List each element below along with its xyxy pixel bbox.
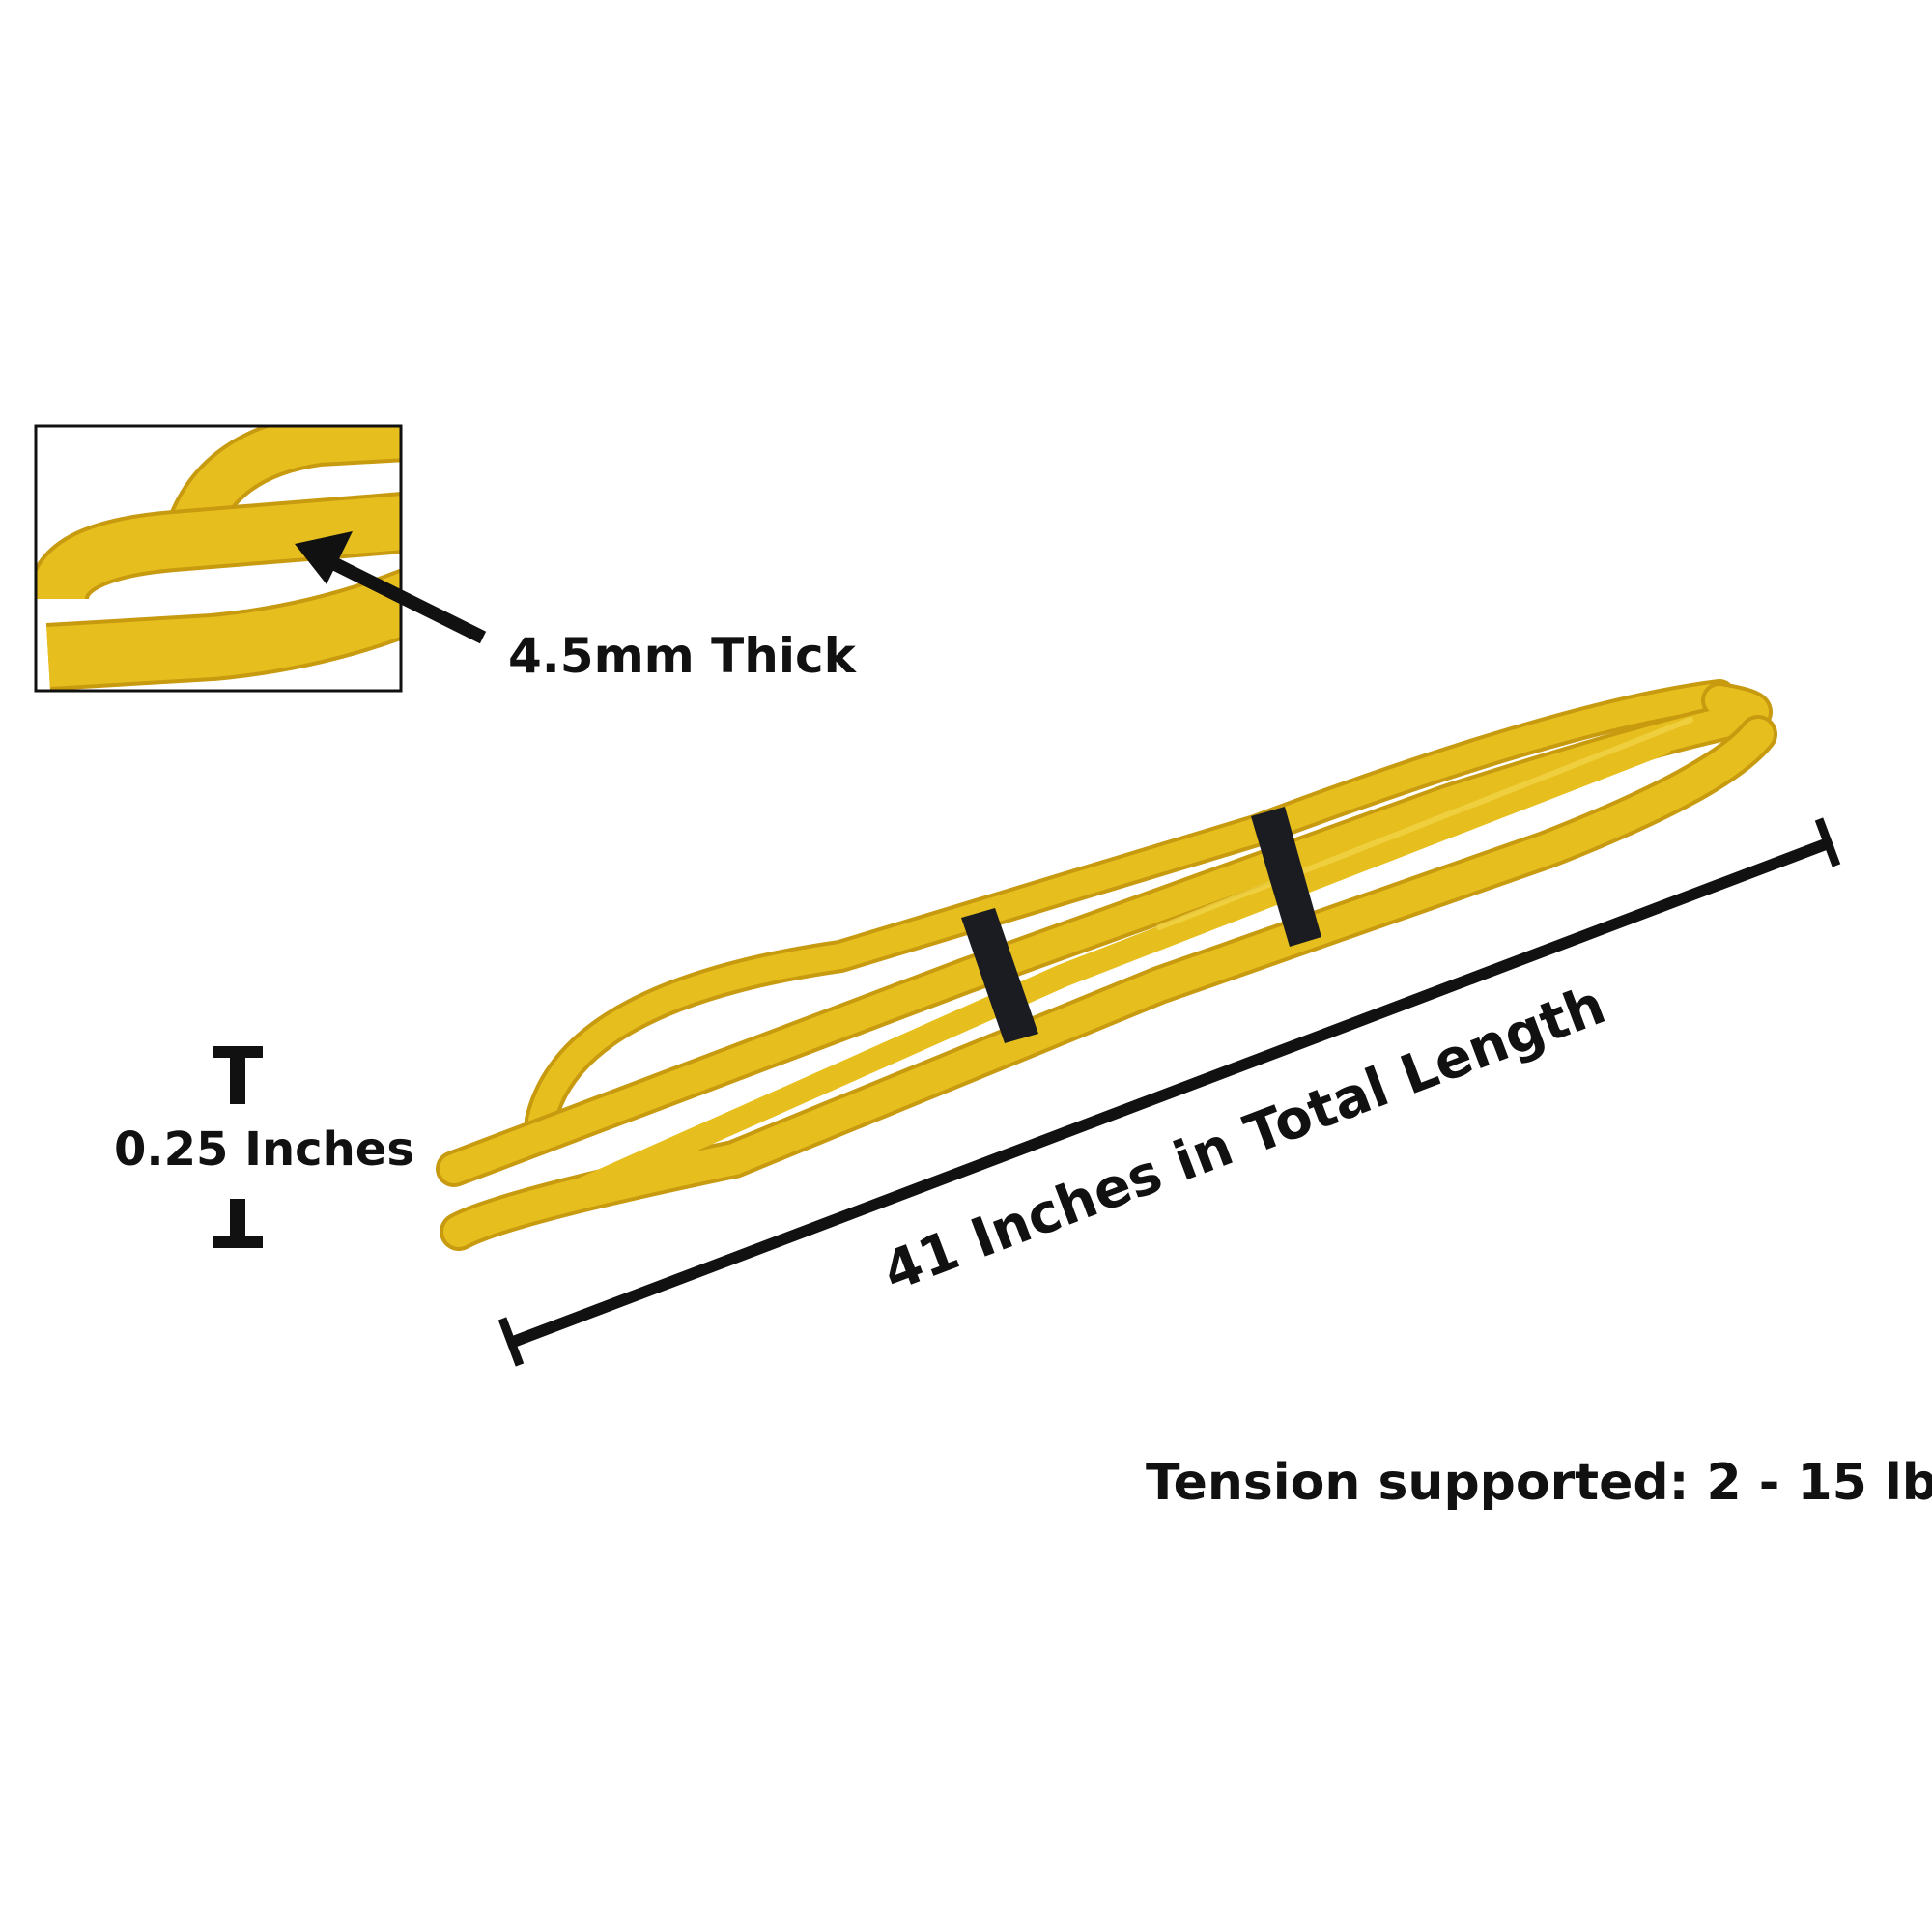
dimension-marker-icon — [213, 1046, 263, 1248]
inset-closeup — [34, 424, 403, 693]
resistance-band — [436, 679, 1777, 1251]
tension-label: Tension supported: 2 - 15 lbs. — [1146, 1454, 1932, 1512]
band-clip-right — [1251, 807, 1321, 947]
thickness-label: 4.5mm Thick — [508, 628, 856, 684]
width-label: 0.25 Inches — [114, 1122, 414, 1177]
arrow-icon — [295, 531, 487, 644]
dimension-line-icon — [497, 817, 1841, 1367]
band-clip-left — [961, 908, 1038, 1043]
